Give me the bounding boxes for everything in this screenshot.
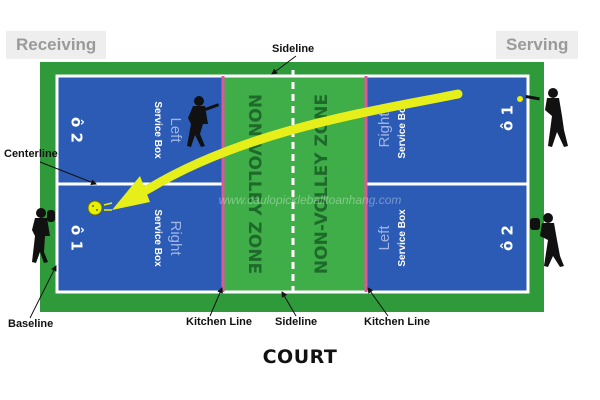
sideline-bottom-label: Sideline <box>275 316 318 328</box>
centerline-pointer <box>39 161 97 185</box>
kitchen-line-left-label: Kitchen Line <box>186 316 253 328</box>
kitchen-left <box>223 76 293 292</box>
receiving-label: Receiving <box>6 31 107 59</box>
serving-label: Serving <box>496 31 579 59</box>
nvz-left-text: NON-VOLLEY ZONE <box>244 94 264 274</box>
service-box-left-top: Left Service Box <box>152 101 184 159</box>
centerline-label: Centerline <box>4 148 58 160</box>
position-left-top: ô 2 <box>68 117 86 143</box>
ball-icon <box>87 200 113 216</box>
service-box-right-top: Right Service Box <box>376 101 408 159</box>
player-icon-server-bottom <box>530 213 564 267</box>
player-icon-server-top <box>517 88 568 147</box>
service-box-left-bottom: Right Service Box <box>152 209 184 267</box>
position-left-bottom: ô 1 <box>68 225 86 251</box>
baseline-pointer <box>29 265 57 319</box>
svg-text:Service Box: Service Box <box>397 209 408 267</box>
svg-text:Right: Right <box>167 220 184 256</box>
player-icon-receiver-top <box>187 96 220 147</box>
kitchen-line-left-pointer <box>209 287 223 317</box>
svg-text:Left: Left <box>167 117 184 143</box>
baseline-label: Baseline <box>8 318 54 330</box>
svg-text:Service Box: Service Box <box>397 101 408 159</box>
watermark: www.caulopickleballtoanhang.com <box>219 193 402 207</box>
position-right-bottom: ô 2 <box>499 225 517 251</box>
svg-text:Right: Right <box>376 112 393 148</box>
court-caption: COURT <box>262 346 338 368</box>
kitchen-line-right-label: Kitchen Line <box>364 316 431 328</box>
position-right-top: ô 1 <box>499 105 517 131</box>
player-icon-receiver-bottom <box>32 208 55 263</box>
svg-text:Service Box: Service Box <box>152 101 163 159</box>
svg-text:Service Box: Service Box <box>152 209 163 267</box>
sideline-top-pointer <box>271 55 297 75</box>
kitchen-line-right-pointer <box>367 287 389 317</box>
svg-text:Left: Left <box>376 225 393 251</box>
serve-arrow-head <box>112 176 150 210</box>
sideline-bottom-pointer <box>281 291 297 317</box>
sideline-top-label: Sideline <box>272 43 315 55</box>
nvz-right-text: NON-VOLLEY ZONE <box>312 94 332 274</box>
service-box-right-bottom: Left Service Box <box>376 209 408 267</box>
serve-arrow <box>123 89 463 205</box>
